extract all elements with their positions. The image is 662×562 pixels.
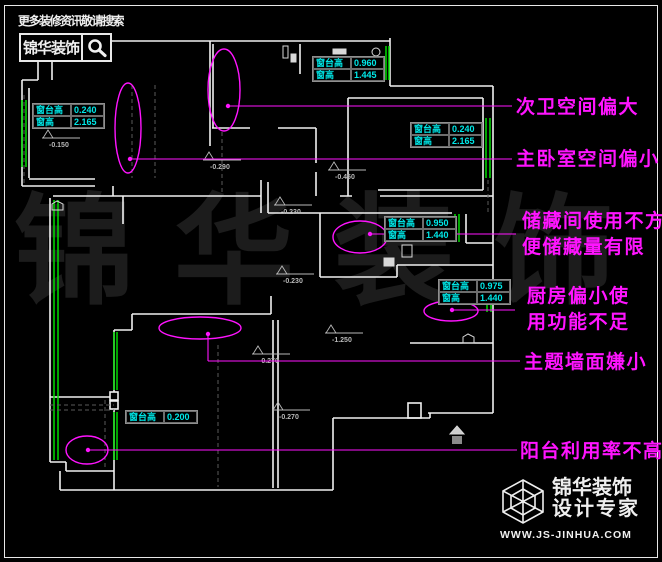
svg-text:-1.250: -1.250 xyxy=(332,337,352,344)
info-label: 窗台高 xyxy=(411,123,449,135)
annotation-shapes xyxy=(65,48,520,465)
annotation-line: 便储藏量有限 xyxy=(522,237,646,258)
annotation-label-kitchen: 厨房偏小使 用功能不足 xyxy=(527,284,630,336)
annotation-line: 储藏间使用不方 xyxy=(522,211,662,232)
watermark-text: 锦华装饰 xyxy=(14,186,654,319)
ellipse-master xyxy=(114,82,142,174)
footer-slogan-text: 设计专家 xyxy=(552,498,640,520)
annotation-line: 厨房偏小使 xyxy=(527,286,630,307)
ellipse-second-bath xyxy=(207,48,241,132)
info-value: 0.200 xyxy=(164,411,197,423)
level-marker: -0.290 xyxy=(203,151,241,171)
ellipse-feature-wall xyxy=(158,316,242,340)
info-label: 窗高 xyxy=(411,135,449,147)
info-label: 窗高 xyxy=(313,69,351,81)
info-label: 窗台高 xyxy=(126,411,164,423)
fixtures xyxy=(51,45,475,444)
valve-symbol xyxy=(448,425,466,435)
info-value: 1.440 xyxy=(423,229,456,241)
info-label: 窗高 xyxy=(33,116,71,128)
site-tagline: 更多装修资讯敬请搜索 xyxy=(18,14,125,28)
footer-url: WWW.JS-JINHUA.COM xyxy=(500,529,632,541)
border-frame xyxy=(4,5,658,558)
info-value: 0.240 xyxy=(71,104,104,116)
level-marker: -0.270 xyxy=(252,345,290,365)
level-marker: -0.450 xyxy=(328,161,366,181)
dashed-guides xyxy=(23,85,489,487)
level-marker: -0.150 xyxy=(42,129,80,149)
ellipse-storage xyxy=(332,220,388,254)
footer-brand-text: 锦华装饰 xyxy=(552,477,632,499)
brand-logo-box: 锦华装饰 xyxy=(19,33,112,62)
info-label: 窗台高 xyxy=(439,280,477,292)
info-value: 2.165 xyxy=(449,135,482,147)
info-label: 窗高 xyxy=(439,292,477,304)
footer-logo: 锦华装饰 设计专家 WWW.JS-JINHUA.COM xyxy=(500,477,650,542)
info-label: 窗台高 xyxy=(313,57,351,69)
level-marker: -0.230 xyxy=(274,196,312,216)
annotation-label-second-bath: 次卫空间偏大 xyxy=(516,97,640,118)
info-value: 0.950 xyxy=(423,217,456,229)
annotation-label-master: 主卧室空间偏小 xyxy=(516,149,660,170)
svg-text:-0.270: -0.270 xyxy=(279,414,299,421)
level-markers: -0.150 -0.290 -0.450 -0.230 -0.230 -1.25… xyxy=(42,129,366,421)
svg-text:-0.150: -0.150 xyxy=(49,142,69,149)
level-marker: -1.250 xyxy=(325,324,363,344)
info-value: 1.445 xyxy=(351,69,384,81)
cube-logo-icon xyxy=(502,479,544,524)
annotation-label-feature-wall: 主题墙面嫌小 xyxy=(524,352,648,373)
leader-feature-wall xyxy=(207,334,520,362)
svg-text:-0.450: -0.450 xyxy=(335,174,355,181)
level-marker: -0.270 xyxy=(272,401,310,421)
info-label: 窗台高 xyxy=(385,217,423,229)
search-icon xyxy=(81,35,110,60)
brand-logo-text: 锦华装饰 xyxy=(22,40,80,57)
info-label: 窗高 xyxy=(385,229,423,241)
svg-text:-0.230: -0.230 xyxy=(283,278,303,285)
svg-text:-0.290: -0.290 xyxy=(210,164,230,171)
info-value: 2.165 xyxy=(71,116,104,128)
annotation-label-storage: 储藏间使用不方 便储藏量有限 xyxy=(522,209,662,261)
info-value: 0.975 xyxy=(477,280,510,292)
info-value: 0.240 xyxy=(449,123,482,135)
annotation-label-balcony: 阳台利用率不高 xyxy=(520,441,662,462)
annotation-line: 用功能不足 xyxy=(527,312,630,333)
info-label: 窗台高 xyxy=(33,104,71,116)
info-value: 0.960 xyxy=(351,57,384,69)
level-marker: -0.230 xyxy=(276,265,314,285)
info-value: 1.440 xyxy=(477,292,510,304)
svg-text:-0.230: -0.230 xyxy=(281,209,301,216)
